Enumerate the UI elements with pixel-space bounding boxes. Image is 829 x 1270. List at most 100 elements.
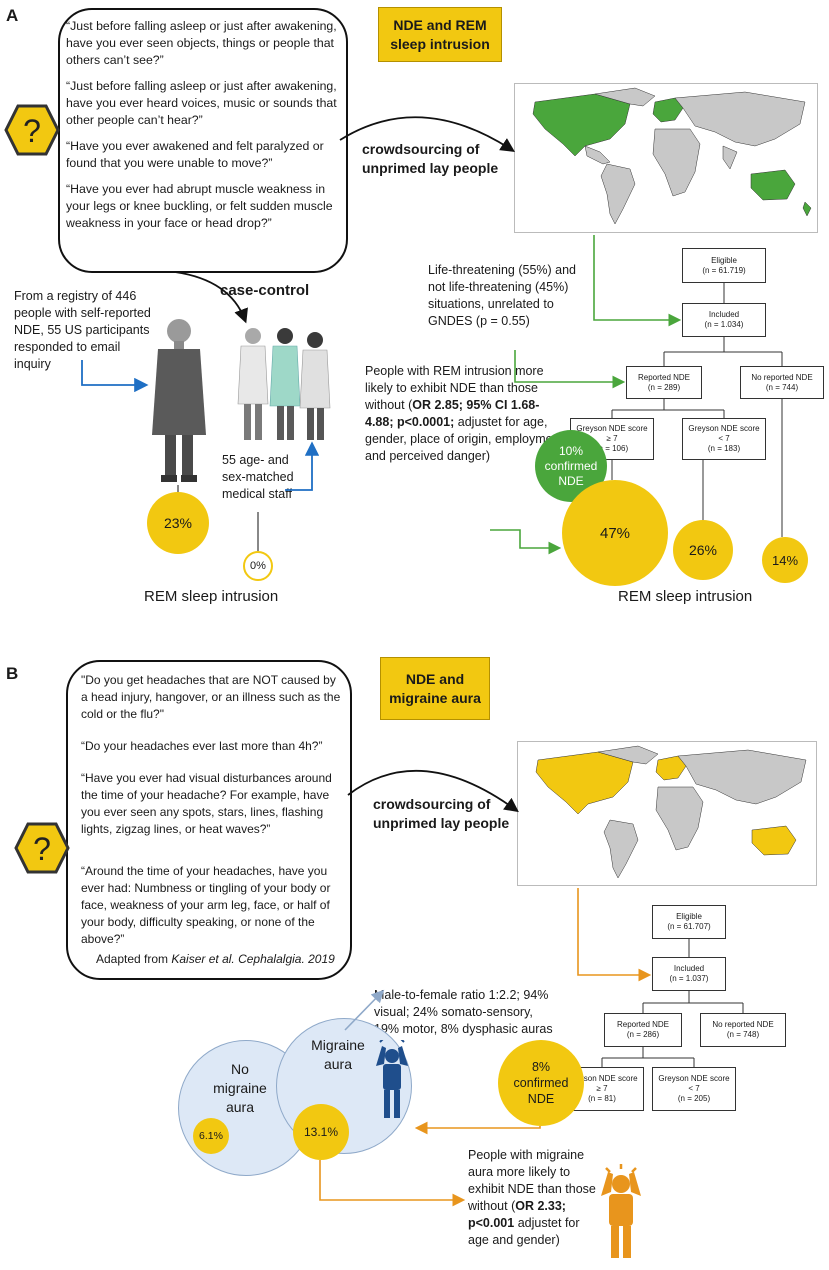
a-rem-text-2: adjustet for age, gender, place of origi…	[365, 415, 564, 463]
b-aura-text-1: People with migraine aura more likely to…	[468, 1148, 596, 1213]
a-low-score-n: (n = 183)	[707, 444, 741, 453]
question-hexagon-icon: ?	[4, 104, 60, 156]
a-rem-label-left: REM sleep intrusion	[144, 588, 279, 605]
a-not-reported-box: No reported NDE (n = 744)	[740, 366, 824, 399]
a-nde-rem-circle: 23%	[147, 492, 209, 554]
a-high-score-label: Greyson NDE score	[576, 424, 648, 433]
a-rem-to-circle-arrow	[490, 529, 562, 555]
a-rem-text-1: People with REM intrusion more likely to…	[365, 364, 544, 412]
world-map-icon	[515, 84, 817, 232]
b-no-aura-nde-circle: 6.1%	[193, 1118, 229, 1154]
b-aura-nde-circle: 13.1%	[293, 1104, 349, 1160]
b-map-to-included-arrow	[577, 888, 652, 982]
svg-text:?: ?	[23, 113, 41, 149]
distressed-person-icon	[376, 1040, 408, 1118]
a-high-score-rem-circle: 47%	[562, 480, 668, 586]
a-reported-box: Reported NDE (n = 289)	[626, 366, 702, 399]
panel-a-question-1: “Just before falling asleep or just afte…	[66, 19, 337, 67]
distressed-person-icon	[601, 1164, 641, 1258]
a-rem-label-right: REM sleep intrusion	[618, 588, 753, 605]
svg-text:?: ?	[33, 831, 51, 867]
a-not-reported-n: (n = 744)	[765, 382, 799, 392]
panel-b-adapted-ref: Kaiser et al. Cephalalgia. 2019	[171, 952, 335, 966]
panel-b-adapted-prefix: Adapted from	[96, 952, 172, 966]
panel-b-question-3: “Have you ever had visual disturbances a…	[81, 771, 332, 836]
question-hexagon-icon: ?	[14, 822, 70, 874]
b-reported-label: Reported NDE	[616, 1020, 670, 1029]
a-reported-label: Reported NDE	[637, 372, 691, 382]
a-no-nde-rem-circle: 14%	[762, 537, 808, 583]
panel-b-question-1: "Do you get headaches that are NOT cause…	[81, 673, 341, 721]
a-included-box: Included (n = 1.034)	[682, 303, 766, 337]
b-eligible-label: Eligible	[676, 912, 702, 921]
a-high-score-cmp: ≥ 7	[606, 434, 618, 443]
b-included-label: Included	[673, 964, 705, 973]
panel-a-letter: A	[6, 6, 19, 25]
b-high-score-label: Greyson NDE score	[566, 1074, 638, 1083]
b-no-aura-label: No migraine aura	[213, 1061, 267, 1115]
a-low-score-label: Greyson NDE score	[688, 424, 760, 433]
a-case-control-label: case-control	[220, 282, 310, 299]
b-reported-n: (n = 286)	[626, 1030, 660, 1039]
a-eligible-label: Eligible	[711, 255, 737, 265]
b-not-reported-label: No reported NDE	[712, 1020, 774, 1029]
world-map-icon	[518, 742, 816, 885]
panel-a-question-bubble	[58, 8, 348, 273]
a-registry-text: From a registry of 446 people with self-…	[14, 289, 151, 371]
panel-a-crowdsourcing-label: crowdsourcing of unprimed lay people	[362, 141, 499, 176]
a-included-n: (n = 1.034)	[704, 320, 744, 329]
panel-a-question-2: “Just before falling asleep or just afte…	[66, 79, 337, 127]
b-not-reported-n: (n = 748)	[726, 1030, 760, 1039]
a-low-score-box: Greyson NDE score < 7 (n = 183)	[682, 418, 766, 460]
a-high-score-n: (n = 106)	[595, 444, 629, 453]
a-low-score-cmp: < 7	[718, 434, 730, 443]
b-low-score-n: (n = 205)	[677, 1094, 711, 1103]
b-included-box: Included (n = 1.037)	[652, 957, 726, 991]
world-map-b	[517, 741, 817, 886]
a-eligible-n: (n = 61.719)	[702, 265, 746, 275]
panel-b-crowdsourcing-label: crowdsourcing of unprimed lay people	[373, 796, 510, 831]
b-bubble-to-map-arrow	[347, 769, 519, 813]
a-bubble-to-map-arrow	[339, 116, 516, 152]
panel-b-title: NDE and migraine aura	[380, 657, 490, 720]
a-rem-association-text: People with REM intrusion more likely to…	[365, 363, 565, 465]
a-map-to-included-arrow	[593, 235, 682, 327]
b-aura-label: Migraine aura	[311, 1037, 365, 1072]
b-reported-box: Reported NDE (n = 286)	[604, 1013, 682, 1047]
panel-b-question-bubble	[66, 660, 352, 980]
b-nde-to-venn-arrow	[414, 1121, 541, 1135]
b-low-score-cmp: < 7	[688, 1084, 700, 1093]
b-included-n: (n = 1.037)	[669, 974, 709, 983]
b-low-score-label: Greyson NDE score	[658, 1074, 730, 1083]
a-staff-text: 55 age- and sex-matched medical staff	[222, 453, 294, 501]
a-registry-arrow	[81, 360, 149, 393]
panel-a-title: NDE and REM sleep intrusion	[378, 7, 502, 62]
b-aura-text-bold: OR 2.33; p<0.001	[468, 1199, 566, 1230]
panel-b-adapted: Adapted from Kaiser et al. Cephalalgia. …	[96, 951, 348, 968]
b-aura-text-2: adjustet for age and gender)	[468, 1216, 580, 1247]
b-low-score-box: Greyson NDE score < 7 (n = 205)	[652, 1067, 736, 1111]
a-eligible-box: Eligible (n = 61.719)	[682, 248, 766, 283]
medical-staff-icon	[237, 328, 331, 440]
panel-a-question-3: “Have you ever awakened and felt paralyz…	[66, 139, 324, 170]
a-reported-n: (n = 289)	[647, 382, 681, 392]
b-eligible-box: Eligible (n = 61.707)	[652, 905, 726, 939]
world-map-a	[514, 83, 818, 233]
panel-b-letter: B	[6, 664, 19, 683]
a-staff-arrow	[285, 441, 320, 491]
a-not-reported-label: No reported NDE	[751, 372, 813, 382]
a-life-threat-text: Life-threatening (55%) and not life-thre…	[428, 263, 577, 328]
b-high-score-n: (n = 81)	[588, 1094, 616, 1103]
b-eligible-n: (n = 61.707)	[667, 922, 711, 931]
b-ratio-text: Male-to-female ratio 1:2.2; 94% visual; …	[374, 988, 553, 1036]
a-life-to-reported-arrow	[514, 350, 626, 389]
panel-b-question-2: “Do your headaches ever last more than 4…	[81, 739, 323, 753]
a-included-label: Included	[708, 310, 740, 319]
b-not-reported-box: No reported NDE (n = 748)	[700, 1013, 786, 1047]
a-confirmed-nde-circle: 10% confirmed NDE	[535, 430, 607, 502]
b-aura-to-text-arrow	[319, 1160, 466, 1207]
b-aura-to-ratio-arrow	[344, 989, 385, 1031]
person-icon	[152, 319, 206, 482]
panel-a-question-4: “Have you ever had abrupt muscle weaknes…	[66, 182, 333, 230]
